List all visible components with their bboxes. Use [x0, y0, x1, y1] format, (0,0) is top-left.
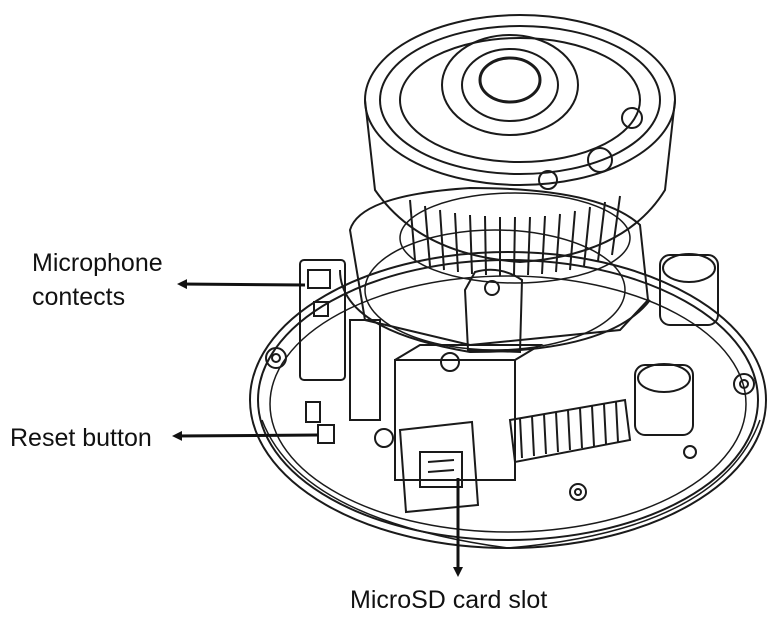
microphone-contacts: [307, 269, 331, 317]
reset-arrow: [172, 430, 319, 441]
base-plate: [249, 251, 767, 549]
reset-button-label: Reset button: [10, 424, 152, 452]
terminal-block: [508, 398, 632, 464]
reset-button-part: [305, 401, 335, 444]
microphone-label-line1: Microphone: [32, 249, 163, 277]
cable-glands: [634, 253, 719, 436]
inner-housing: [299, 186, 651, 481]
microsd-card-slot-label: MicroSD card slot: [350, 586, 548, 614]
microphone-label-line2: contects: [32, 283, 126, 311]
microphone-arrow: [177, 279, 306, 290]
lens-turret: [364, 14, 676, 284]
microsd-slot-part: [398, 420, 480, 514]
tilt-bracket: [374, 268, 582, 496]
